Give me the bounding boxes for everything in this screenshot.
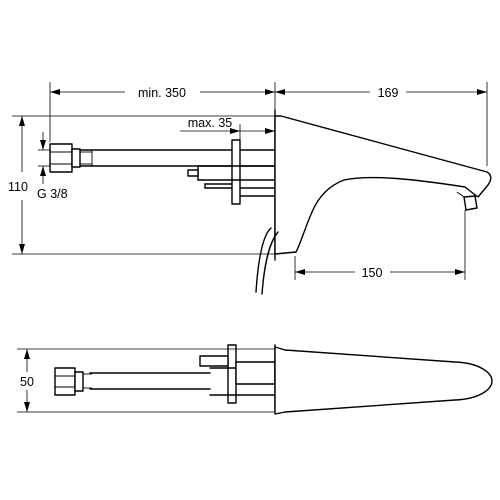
dimension-spout-projection xyxy=(275,82,488,166)
connection-thread-label: G 3/8 xyxy=(37,187,68,201)
mounting-bracket xyxy=(187,139,276,205)
top-view xyxy=(54,344,493,415)
wall-thickness-label: max. 35 xyxy=(188,116,233,130)
sensor-cable xyxy=(255,227,279,295)
top-mounting-bracket xyxy=(199,344,276,404)
dimension-length-to-wall xyxy=(49,82,276,142)
dimension-width xyxy=(17,348,275,413)
dimension-height xyxy=(12,115,275,255)
top-connector-nut xyxy=(54,367,92,396)
dimension-wall-thickness xyxy=(180,124,275,140)
spout-body xyxy=(274,115,492,255)
side-view xyxy=(49,109,492,295)
dimension-spout-reach xyxy=(294,210,466,280)
connector-nut xyxy=(49,143,93,173)
spout-projection-label: 169 xyxy=(378,86,399,100)
height-label: 110 xyxy=(8,180,28,194)
spout-reach-label: 150 xyxy=(362,266,383,280)
width-label: 50 xyxy=(20,375,34,389)
top-spout-body xyxy=(274,346,493,415)
top-supply-hose xyxy=(89,372,211,390)
dimension-connection-thread xyxy=(38,132,50,184)
spout-outlet xyxy=(456,191,478,211)
length-to-wall-label: min. 350 xyxy=(138,86,186,100)
supply-hose xyxy=(77,149,276,167)
